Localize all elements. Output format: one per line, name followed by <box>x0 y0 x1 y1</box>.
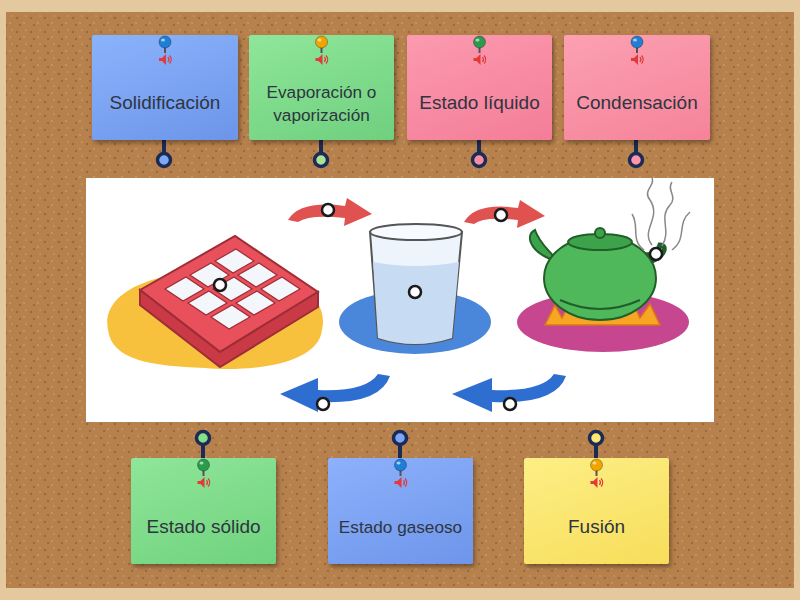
pin-and-speaker <box>407 35 552 75</box>
note-label: Estado gaseoso <box>339 516 462 538</box>
pin-and-speaker <box>328 458 473 498</box>
pin-and-speaker <box>564 35 710 75</box>
sticky-note: Estado sólido <box>131 458 276 564</box>
pin-and-speaker <box>524 458 669 498</box>
note-label: Estado sólido <box>146 515 260 540</box>
cork <box>6 12 794 588</box>
note-text-area: Estado sólido <box>135 496 272 558</box>
pin-and-speaker <box>249 35 394 75</box>
note-text-area: Estado gaseoso <box>332 496 469 558</box>
sticky-note: Estado líquido <box>407 35 552 140</box>
note-text-area: Evaporación o vaporización <box>253 73 390 134</box>
process-arrows <box>280 198 566 412</box>
note-label: Fusión <box>568 515 625 540</box>
leader-rings <box>158 154 643 445</box>
teapot-on-fire <box>517 178 690 352</box>
target-dots <box>214 204 662 410</box>
sticky-note: Estado gaseoso <box>328 458 473 564</box>
sticky-note: Evaporación o vaporización <box>249 35 394 140</box>
note-text-area: Estado líquido <box>411 73 548 134</box>
ice-tray <box>107 236 323 369</box>
sticky-note: Fusión <box>524 458 669 564</box>
sticky-note: Solidificación <box>92 35 238 140</box>
note-label: Solidificación <box>110 91 221 116</box>
pin-and-speaker <box>92 35 238 75</box>
note-text-area: Solidificación <box>96 73 234 134</box>
note-label: Estado líquido <box>419 91 539 116</box>
pin-and-speaker <box>131 458 276 498</box>
note-text-area: Fusión <box>528 496 665 558</box>
glass-of-water <box>339 224 491 354</box>
sticky-note: Condensación <box>564 35 710 140</box>
note-text-area: Condensación <box>568 73 706 134</box>
leader-stubs <box>164 138 636 460</box>
note-label: Condensación <box>576 91 697 116</box>
note-label: Evaporación o vaporización <box>253 81 390 126</box>
illustration-panel <box>86 178 714 422</box>
